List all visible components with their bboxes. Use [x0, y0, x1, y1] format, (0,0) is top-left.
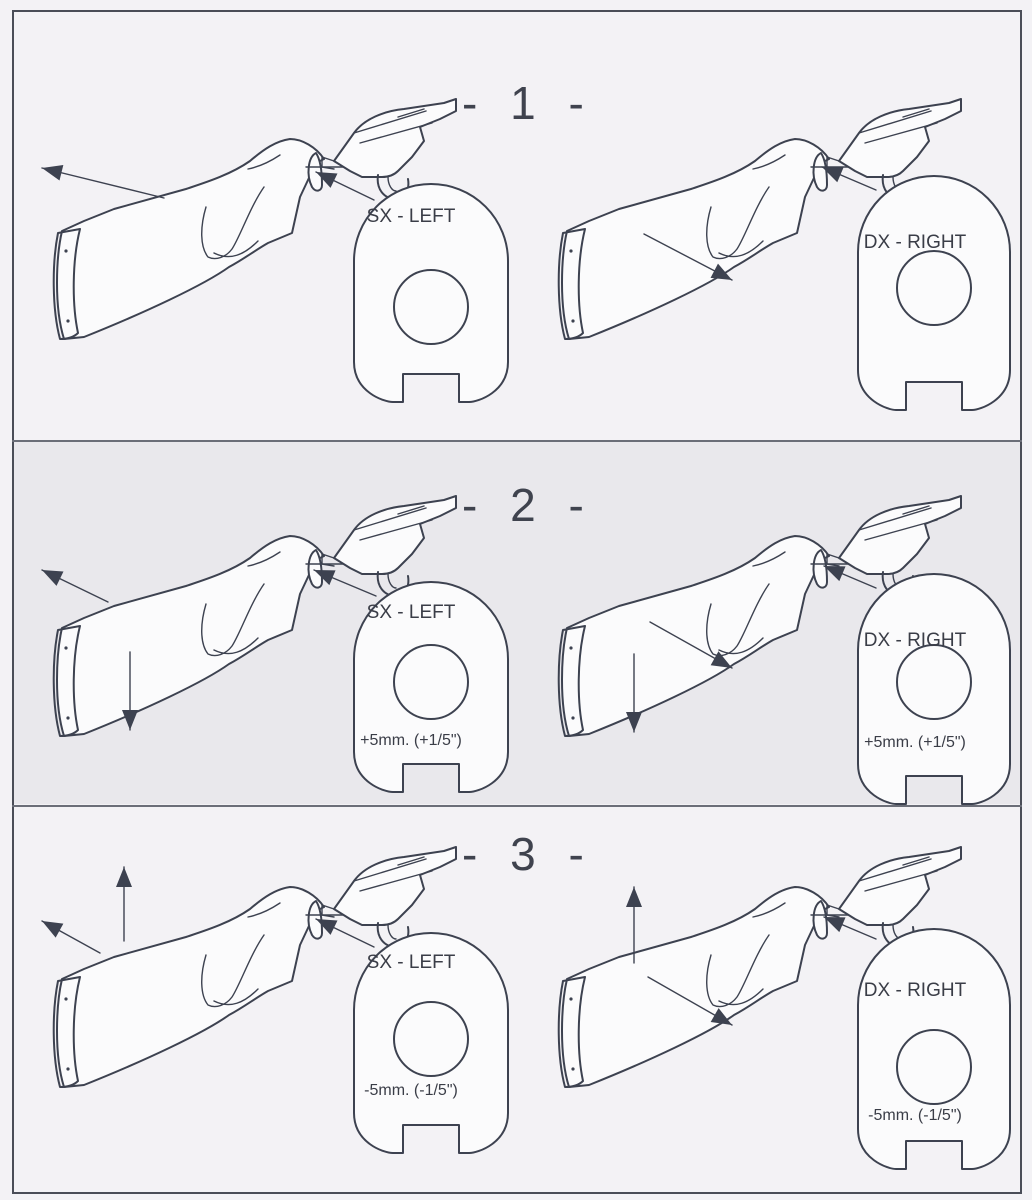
arrow-icon [823, 565, 877, 589]
shotgun-stock-icon [52, 886, 325, 1088]
left-drop-plate-icon [353, 183, 509, 403]
step-panel-3: - 3 - SX - LEFT DX - RIGHT -5mm. (-1/5")… [14, 807, 1020, 1192]
left-plate-label: SX - LEFT [366, 206, 456, 227]
arrow-icon [649, 621, 733, 669]
page-frame [12, 10, 1022, 1194]
shotgun-stock-icon [557, 138, 830, 340]
right-drop-plate-icon [857, 928, 1011, 1170]
arrow-icon [41, 165, 165, 199]
right-drop-plate-icon [857, 175, 1011, 411]
shotgun-stock-icon [52, 138, 325, 340]
left-plate-adjustment: +5mm. (+1/5") [360, 732, 462, 749]
vertical-arrow-icon [626, 886, 642, 964]
shotgun-stock-icon [52, 535, 325, 737]
arrow-icon [647, 976, 733, 1026]
shotgun-stock-icon [557, 535, 830, 737]
arrow-icon [313, 569, 377, 597]
step-panel-1: - 1 - SX - LEFT DX - RIGHT [14, 12, 1020, 440]
arrow-icon [315, 171, 375, 201]
arrow-icon [315, 918, 375, 948]
arrow-icon [41, 569, 109, 603]
left-drop-plate-icon [353, 581, 509, 793]
step-illustration [41, 98, 1011, 411]
right-plate-label: DX - RIGHT [863, 980, 967, 1001]
arrow-icon [41, 920, 101, 954]
vertical-arrow-icon [626, 653, 642, 733]
shotgun-stock-icon [557, 886, 830, 1088]
vertical-arrow-icon [116, 866, 132, 942]
right-plate-adjustment: -5mm. (-1/5") [868, 1107, 962, 1124]
receiver-icon [826, 98, 962, 200]
divider-2-3 [12, 805, 1022, 807]
right-drop-plate-icon [857, 573, 1011, 805]
receiver-icon [321, 495, 457, 597]
receiver-icon [826, 495, 962, 597]
left-plate-label: SX - LEFT [366, 952, 456, 973]
drop-plate-icon [305, 549, 353, 589]
receiver-icon [321, 98, 457, 200]
right-plate-label: DX - RIGHT [863, 630, 967, 651]
step-number: - 3 - [462, 828, 594, 880]
left-plate-adjustment: -5mm. (-1/5") [364, 1082, 458, 1099]
step-number: - 1 - [462, 77, 594, 129]
step-panel-2: - 2 - SX - LEFT DX - RIGHT +5mm. (+1/5")… [14, 442, 1020, 805]
receiver-icon [321, 846, 457, 948]
arrow-icon [823, 916, 877, 940]
arrow-icon [643, 233, 733, 281]
right-plate-label: DX - RIGHT [863, 232, 967, 253]
left-plate-label: SX - LEFT [366, 602, 456, 623]
left-drop-plate-icon [353, 932, 509, 1154]
step-illustration [41, 846, 1011, 1170]
step-illustration [41, 495, 1011, 805]
divider-1-2 [12, 440, 1022, 442]
right-plate-adjustment: +5mm. (+1/5") [864, 734, 966, 751]
arrow-icon [821, 166, 877, 191]
step-number: - 2 - [462, 479, 594, 531]
vertical-arrow-icon [122, 651, 138, 731]
